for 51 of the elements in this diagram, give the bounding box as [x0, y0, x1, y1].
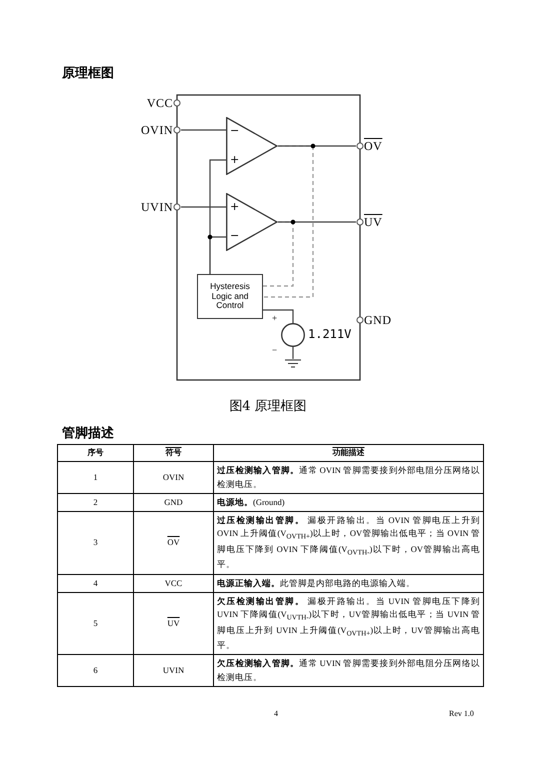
pin-label: OV: [356, 139, 382, 153]
input-polarity-sign: +: [230, 200, 240, 213]
pin-number: 2: [58, 493, 134, 512]
column-header: 功能描述: [214, 444, 484, 462]
pin-number: 3: [58, 511, 134, 574]
pin-description: 电源地。(Ground): [214, 493, 484, 512]
pin-symbol: UV: [134, 592, 214, 655]
pin-symbol: OVIN: [134, 462, 214, 494]
pin-label: UVIN: [141, 200, 181, 214]
pin-description: 电源正输入端。此管脚是内部电路的电源输入端。: [214, 574, 484, 592]
wire: [278, 221, 356, 223]
ground-symbol: [284, 359, 302, 368]
pin-number: 1: [58, 462, 134, 494]
wire: [278, 145, 356, 147]
pin-description: 欠压检测输出管脚。 漏极开路输出。当 UVIN 管脚电压下降到 UVIN 下降阈值(V$_{UVTH-}$)以下时，UV管脚输出低电平；当 UVIN 管脚电压上升到 UVIN 上升阈值(V$_{OVTH+}$)以上时，UV管脚输出高电平。: [214, 592, 484, 655]
pin-description: 过压检测输入管脚。通常 OVIN 管脚需要接到外部电阻分压网络以检测电压。: [214, 462, 484, 494]
pin-symbol: OV: [134, 511, 214, 574]
pin-description: 过压检测输出管脚。 漏极开路输出。当 OVIN 管脚电压上升到 OVIN 上升阈值(V$_{OVTH+}$)以上时，OV管脚输出低电平；当 OVIN 管脚电压下降到 OVIN 下降阈值(V$_{OVTH-}$)以下时，OV管脚输出高电平。: [214, 511, 484, 574]
pin-symbol: VCC: [134, 574, 214, 592]
pin-label: GND: [356, 313, 392, 327]
wire: [292, 347, 294, 359]
input-polarity-sign: −: [230, 229, 240, 242]
logic-block: Hysteresis Logic and Control: [197, 274, 263, 319]
polarity-sign: +: [272, 313, 278, 323]
dashed-wire: [263, 221, 294, 287]
pin-number: 5: [58, 592, 134, 655]
section-heading: 原理框图: [62, 65, 114, 82]
figure-caption: 图4 原理框图: [228, 398, 308, 415]
column-header: 符号: [134, 444, 214, 462]
pin-symbol: UVIN: [134, 654, 214, 686]
comparator-triangle: [226, 117, 278, 175]
column-header: 序号: [58, 444, 134, 462]
wire: [209, 236, 226, 274]
revision-label: Rev 1.0: [449, 709, 474, 718]
comparator-triangle: [226, 193, 278, 251]
pin-label: OVIN: [141, 123, 181, 137]
wire: [181, 206, 226, 208]
wire: [181, 129, 226, 131]
pin-label: UV: [356, 215, 382, 229]
section-heading: 管脚描述: [62, 425, 114, 442]
voltage-label: 1.211V: [308, 327, 352, 341]
polarity-sign: −: [272, 345, 278, 355]
input-polarity-sign: −: [230, 124, 240, 137]
pin-label: VCC: [146, 96, 181, 110]
pin-symbol: GND: [134, 493, 214, 512]
pin-number: 4: [58, 574, 134, 592]
page-number: 4: [274, 709, 278, 718]
wire: [263, 309, 294, 323]
pin-description: 欠压检测输入管脚。通常 UVIN 管脚需要接到外部电阻分压网络以检测电压。: [214, 654, 484, 686]
input-polarity-sign: +: [230, 153, 240, 166]
pin-number: 6: [58, 654, 134, 686]
